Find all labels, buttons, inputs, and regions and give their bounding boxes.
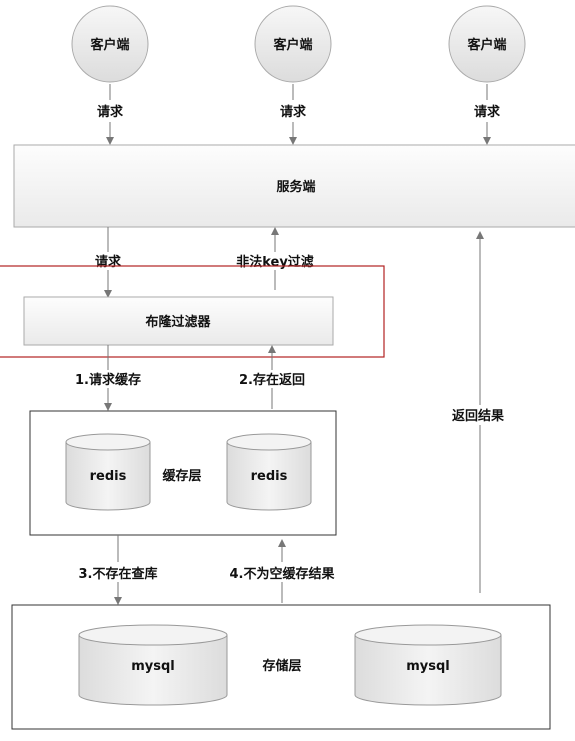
redis-node-2: redis bbox=[226, 433, 312, 511]
exists-return-arrow: 2.存在返回 bbox=[239, 345, 305, 409]
filter-to-server-arrow: 非法key过滤 bbox=[236, 227, 314, 290]
client-1-label: 客户端 bbox=[90, 37, 129, 53]
client-2-label: 客户端 bbox=[273, 37, 312, 53]
client-1: 客户端 bbox=[71, 5, 149, 83]
illegal-key-filter-label: 非法key过滤 bbox=[236, 254, 314, 270]
redis-node-2-label: redis bbox=[251, 469, 288, 484]
exists-return-label: 2.存在返回 bbox=[239, 372, 305, 388]
client-1-request-arrow: 请求 bbox=[97, 84, 124, 145]
client-2: 客户端 bbox=[254, 5, 332, 83]
server-to-filter-arrow: 请求 bbox=[95, 227, 122, 298]
client-3-request-label: 请求 bbox=[474, 104, 501, 120]
return-result-label: 返回结果 bbox=[452, 408, 504, 424]
client-1-request-label: 请求 bbox=[97, 104, 124, 120]
storage-layer-label: 存储层 bbox=[262, 658, 301, 674]
client-3: 客户端 bbox=[448, 5, 526, 83]
not-exist-query-label: 3.不存在查库 bbox=[79, 566, 158, 582]
mysql-node-2: mysql bbox=[354, 624, 502, 706]
redis-node-1-label: redis bbox=[90, 469, 127, 484]
redis-node-1: redis bbox=[65, 433, 151, 511]
mysql-node-1-label: mysql bbox=[131, 659, 175, 674]
cache-layer-label: 缓存层 bbox=[162, 468, 201, 484]
bloom-filter-label: 布隆过滤器 bbox=[145, 314, 211, 330]
mysql-node-2-label: mysql bbox=[406, 659, 450, 674]
bloom-filter-highlight bbox=[0, 265, 385, 358]
server-label: 服务端 bbox=[276, 179, 315, 195]
cache-result-arrow: 4.不为空缓存结果 bbox=[230, 539, 335, 603]
server-to-filter-request-label: 请求 bbox=[95, 254, 122, 270]
request-cache-label: 1.请求缓存 bbox=[75, 372, 141, 388]
client-3-label: 客户端 bbox=[467, 37, 506, 53]
cache-result-label: 4.不为空缓存结果 bbox=[230, 566, 335, 582]
not-exist-query-arrow: 3.不存在查库 bbox=[79, 535, 158, 605]
return-result-arrow: 返回结果 bbox=[452, 231, 504, 593]
request-cache-arrow: 1.请求缓存 bbox=[75, 345, 141, 411]
server-box: 服务端 bbox=[13, 144, 575, 228]
bloom-filter-box: 布隆过滤器 bbox=[23, 296, 334, 346]
mysql-node-1: mysql bbox=[78, 624, 228, 706]
client-2-request-label: 请求 bbox=[280, 104, 307, 120]
client-3-request-arrow: 请求 bbox=[474, 84, 501, 145]
client-2-request-arrow: 请求 bbox=[280, 84, 307, 145]
